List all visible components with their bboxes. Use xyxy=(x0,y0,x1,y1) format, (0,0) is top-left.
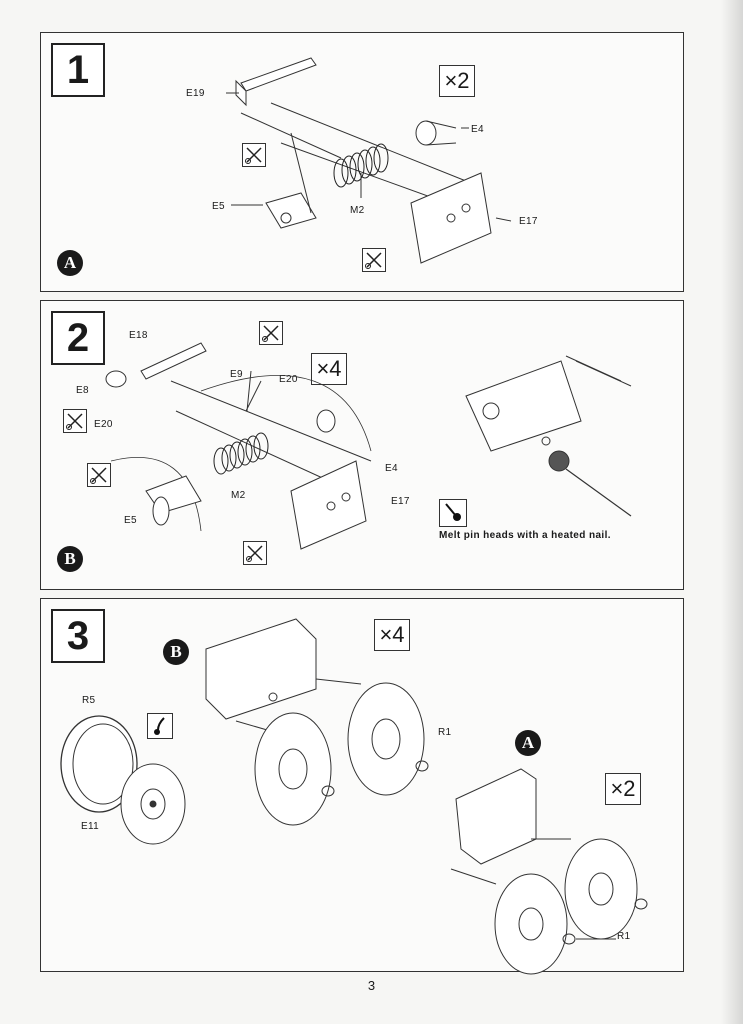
part-label-e11: E11 xyxy=(81,821,99,832)
part-label-e5: E5 xyxy=(212,201,225,212)
cut-icon-2b xyxy=(63,409,87,433)
part-label-m2: M2 xyxy=(350,205,365,216)
step-2-panel: 2 ×4 B E18 E9 E20 E8 E20 E4 E5 M2 E17 Me… xyxy=(40,300,684,590)
part-label-e8: E8 xyxy=(76,385,89,396)
step-3-number: 3 xyxy=(51,609,105,663)
cut-icon-1b xyxy=(362,248,386,272)
heat-instruction: Melt pin heads with a heated nail. xyxy=(439,530,611,541)
part-label-r1-bottom: R1 xyxy=(617,931,631,942)
part-label-e19: E19 xyxy=(186,88,205,99)
step-3-assembly-drawing xyxy=(60,618,648,975)
step-1-panel: 1 ×2 A E19 E4 E5 M2 E17 xyxy=(40,32,684,292)
cut-icon-2d xyxy=(243,541,267,565)
part-label-e17: E17 xyxy=(391,496,410,507)
part-label-r5: R5 xyxy=(82,695,96,706)
page-number: 3 xyxy=(367,978,376,993)
scissors-cut-icon xyxy=(262,325,279,342)
cut-icon-2a xyxy=(259,321,283,345)
heat-icon-box xyxy=(439,499,467,527)
part-label-m2: M2 xyxy=(231,490,246,501)
step-2-number: 2 xyxy=(51,311,105,365)
part-label-e18: E18 xyxy=(129,330,148,341)
step-3-marker-top: B xyxy=(163,639,189,665)
glue-bottle-icon xyxy=(154,717,165,735)
step-3-multiplier-bottom: ×2 xyxy=(605,773,641,805)
step-3-multiplier-top: ×4 xyxy=(374,619,410,651)
step-2-multiplier: ×4 xyxy=(311,353,347,385)
scissors-cut-icon xyxy=(66,413,83,430)
step-1-assembly-drawing xyxy=(226,57,512,264)
step-1-multiplier: ×2 xyxy=(439,65,475,97)
step-3-marker-bottom: A xyxy=(515,730,541,756)
step-1-number: 1 xyxy=(51,43,105,97)
glue-icon-box xyxy=(147,713,173,739)
part-label-e9: E9 xyxy=(230,369,243,380)
part-label-e17: E17 xyxy=(519,216,538,227)
cut-icon-2c xyxy=(87,463,111,487)
page-edge-shadow xyxy=(721,0,743,1024)
part-label-e20-right: E20 xyxy=(279,374,298,385)
part-label-e4: E4 xyxy=(471,124,484,135)
step-2-marker: B xyxy=(57,546,83,572)
part-label-e4: E4 xyxy=(385,463,398,474)
part-label-r1-top: R1 xyxy=(438,727,452,738)
scissors-cut-icon xyxy=(246,545,263,562)
part-label-e5: E5 xyxy=(124,515,137,526)
scissors-cut-icon xyxy=(245,147,262,164)
step-2-assembly-drawing xyxy=(105,342,632,550)
part-label-e20-left: E20 xyxy=(94,419,113,430)
heated-nail-icon xyxy=(445,503,461,521)
cut-icon-1a xyxy=(242,143,266,167)
scissors-cut-icon xyxy=(365,252,382,269)
scissors-cut-icon xyxy=(90,467,107,484)
step-1-marker: A xyxy=(57,250,83,276)
step-3-panel: 3 ×4 ×2 B A R5 E11 R1 R1 R1 xyxy=(40,598,684,975)
